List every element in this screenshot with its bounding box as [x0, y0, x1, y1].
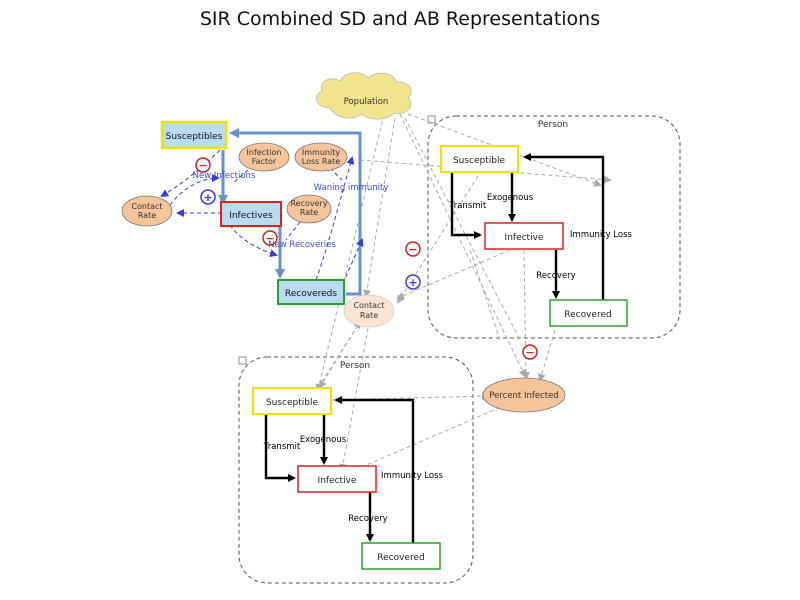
- svg-text:−: −: [265, 232, 274, 245]
- svg-text:−: −: [525, 346, 534, 359]
- minus-polarity-icon: −: [195, 157, 211, 173]
- percent-infected-variable[interactable]: [482, 377, 566, 413]
- population-cloud[interactable]: Population: [316, 72, 412, 120]
- ab-top-recovery-label: Recovery: [536, 271, 575, 281]
- ab-bottom-recovery-label: Recovery: [348, 514, 387, 524]
- ab-top-collapse-handle[interactable]: [427, 115, 436, 124]
- ab-top-infective-state[interactable]: [484, 222, 564, 250]
- recovereds-stock-label: Recovereds: [285, 289, 337, 299]
- minus-polarity-icon: −: [405, 241, 421, 257]
- ab-bottom-transmit-label: Transmit: [263, 442, 301, 452]
- sd-link: [160, 149, 221, 198]
- ab-bottom-transmit-transition[interactable]: [264, 414, 296, 482]
- plus-polarity-icon: +: [200, 189, 216, 205]
- gray-link: [399, 113, 527, 378]
- shared-contact-rate-variable[interactable]: [343, 294, 395, 328]
- infectives-stock-label: Infectives: [229, 211, 273, 221]
- ab-top-recovered-state[interactable]: [549, 299, 628, 327]
- gray-link: [407, 113, 602, 187]
- immunity-loss-rate-label: Immunity: [302, 148, 340, 157]
- gray-link: [317, 320, 362, 389]
- gray-link: [396, 175, 479, 304]
- svg-text:−: −: [198, 159, 207, 172]
- gray-link: [318, 324, 359, 389]
- sd-link: [315, 156, 355, 281]
- sd-contact-rate-label: Contact: [131, 202, 162, 211]
- ab-top-susceptible-label: Susceptible: [453, 156, 506, 166]
- ab-bottom-transitions: [264, 396, 415, 544]
- minus-polarity-icon: −: [522, 344, 538, 360]
- ab-bottom-susceptible-state[interactable]: [252, 387, 332, 415]
- recovery-rate-label: Recovery: [290, 199, 327, 208]
- ab-bottom-title: Person: [340, 361, 370, 371]
- gray-link: [396, 249, 511, 300]
- population-label: Population: [344, 97, 389, 107]
- recovery-rate-variable[interactable]: [286, 194, 332, 224]
- recovereds-stock[interactable]: [277, 279, 345, 305]
- gray-link: [537, 329, 556, 382]
- sd-link: [231, 169, 249, 185]
- susceptibles-stock[interactable]: [160, 120, 228, 150]
- ab-top-immunity-loss-transition[interactable]: [523, 153, 605, 300]
- ab-top-container: [427, 115, 681, 339]
- ab-top-transmit-transition[interactable]: [450, 173, 482, 239]
- gray-link: [469, 249, 501, 341]
- ab-top-transmit-label: Transmit: [449, 201, 487, 211]
- waning-immunity-label: Waning immunity: [314, 183, 389, 193]
- ab-top-infective-label: Infective: [505, 233, 544, 243]
- sd-link: [285, 221, 301, 241]
- new-infections-label: New Infections: [193, 171, 256, 181]
- gray-link: [315, 113, 385, 392]
- ab-bottom-immunity-loss-transition[interactable]: [334, 396, 415, 544]
- ab-bottom-susceptible-label: Susceptible: [266, 398, 319, 408]
- ab-top-immunity-loss-label: Immunity Loss: [570, 230, 632, 240]
- sd-link: [229, 224, 278, 258]
- diagram-title: SIR Combined SD and AB Representations: [199, 8, 601, 30]
- ab-bottom-recovered-label: Recovered: [377, 553, 424, 563]
- ab-top-susceptible-state[interactable]: [440, 145, 519, 173]
- sd-flow-group: [218, 128, 362, 296]
- sd-contact-rate-label: Rate: [138, 211, 156, 220]
- immunity-loss-rate-label: Loss Rate: [302, 157, 341, 166]
- recovery-rate-label: Rate: [300, 208, 318, 217]
- ab-top-transitions: [450, 153, 605, 300]
- infection-factor-variable[interactable]: [238, 142, 290, 172]
- minus-polarity-icon: −: [262, 230, 278, 246]
- sd-contact-rate-variable[interactable]: [121, 195, 173, 227]
- ab-bottom-container: [238, 356, 474, 584]
- svg-text:−: −: [408, 243, 417, 256]
- susceptibles-stock-label: Susceptibles: [166, 132, 223, 142]
- ab-bottom-collapse-handle[interactable]: [238, 356, 247, 365]
- immunity-loss-rate-variable[interactable]: [294, 142, 348, 172]
- ab-bottom-recovered-state[interactable]: [361, 542, 441, 570]
- plus-polarity-icon: +: [405, 274, 421, 290]
- gray-link: [354, 402, 510, 471]
- ab-top-title: Person: [538, 120, 568, 130]
- ab-top-recovered-label: Recovered: [564, 310, 611, 320]
- infection-factor-label: Factor: [252, 157, 277, 166]
- percent-infected-label: Percent Infected: [489, 391, 558, 401]
- ab-top-exogenous-label: Exogenous: [487, 193, 534, 203]
- infection-factor-label: Infection: [247, 148, 282, 157]
- new-recoveries-label: New Recoveries: [268, 240, 336, 250]
- gray-link: [363, 117, 396, 298]
- svg-text:+: +: [203, 191, 212, 204]
- ab-bottom-infective-label: Infective: [318, 476, 357, 486]
- shared-contact-rate-label: Contact: [353, 301, 384, 310]
- cloud-shape-icon: [316, 72, 412, 120]
- ab-bottom-exogenous-label: Exogenous: [300, 435, 347, 445]
- infectives-stock[interactable]: [220, 201, 282, 227]
- ab-bottom-infective-state[interactable]: [297, 465, 377, 493]
- waning-immunity-flow[interactable]: [229, 128, 362, 296]
- svg-text:+: +: [408, 276, 417, 289]
- gray-link: [329, 392, 490, 401]
- ab-bottom-immunity-loss-label: Immunity Loss: [381, 471, 443, 481]
- shared-contact-rate-label: Rate: [360, 311, 378, 320]
